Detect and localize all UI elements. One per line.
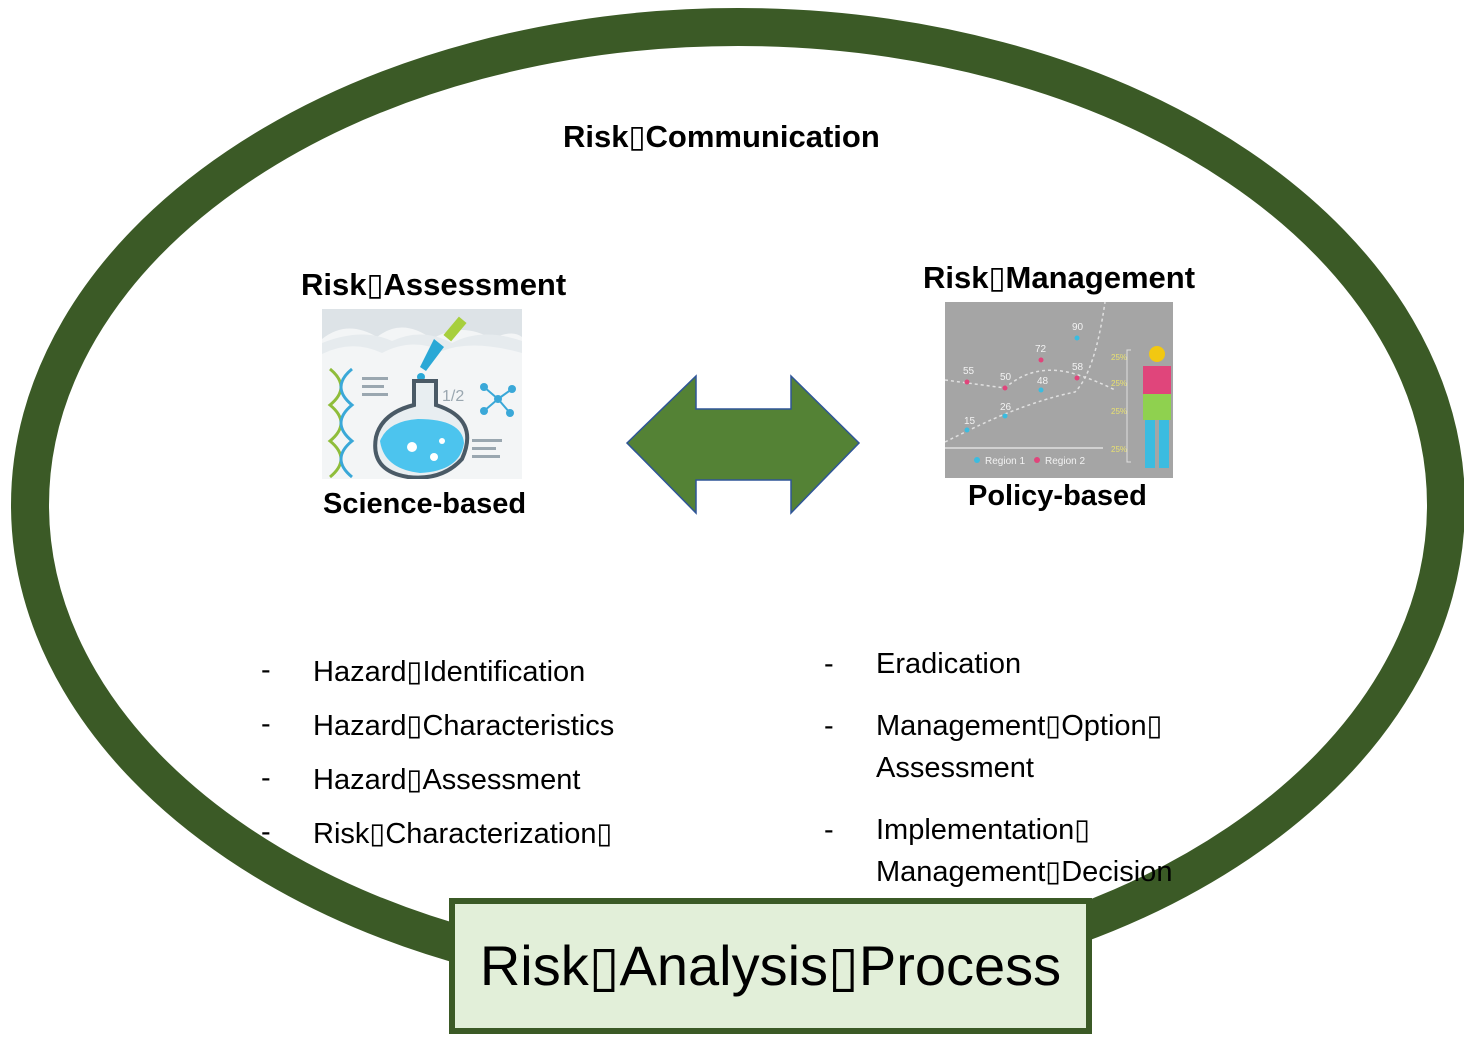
list-item: - Implementation▯ Management▯Decision — [824, 809, 1206, 893]
list-item: - Hazard▯Identification — [261, 654, 614, 708]
bullet-dash: - — [261, 654, 271, 686]
item-text: Implementation▯ Management▯Decision — [876, 814, 1173, 888]
dna-icon — [327, 367, 355, 479]
list-item: - Hazard▯Assessment — [261, 762, 614, 816]
list-item: - Risk▯Characterization▯ — [261, 816, 614, 870]
person-icon — [1143, 346, 1171, 468]
pct-label: 25% — [1111, 379, 1127, 388]
chart-value: 26 — [1000, 402, 1012, 413]
policy-based-label: Policy-based — [968, 480, 1147, 512]
double-headed-arrow — [625, 374, 861, 515]
item-text: Hazard▯Characteristics — [313, 710, 615, 742]
bullet-dash: - — [261, 762, 271, 794]
risk-analysis-process-label: Risk▯Analysis▯Process — [479, 934, 1062, 997]
list-item: - Hazard▯Characteristics — [261, 708, 614, 762]
flask-icon — [373, 379, 470, 479]
bullet-dash: - — [261, 816, 271, 848]
pct-label: 25% — [1111, 407, 1127, 416]
risk-assessment-steps: - Hazard▯Identification - Hazard▯Character… — [261, 654, 614, 870]
item-text: Risk▯Characterization▯ — [313, 818, 613, 850]
bullet-dash: - — [824, 814, 834, 846]
chart-value: 50 — [1000, 372, 1012, 383]
risk-analysis-process-box: Risk▯Analysis▯Process — [449, 898, 1092, 1034]
science-based-label: Science-based — [323, 488, 527, 520]
bullet-dash: - — [261, 708, 271, 740]
legend-region-2: Region 2 — [1045, 456, 1085, 467]
risk-communication-ellipse — [11, 8, 1464, 1002]
bullet-dash: - — [824, 710, 834, 742]
item-text: Eradication — [876, 648, 1022, 680]
risk-assessment-title: Risk▯Assessment — [301, 267, 567, 302]
pct-label: 25% — [1111, 353, 1127, 362]
list-item: - Eradication — [824, 643, 1206, 685]
chart-value: 58 — [1072, 362, 1084, 373]
policy-chart-illustration: 55 50 72 48 90 58 15 26 Region 1 Region … — [945, 302, 1173, 478]
legend-region-1: Region 1 — [985, 456, 1025, 467]
chart-value: 48 — [1037, 376, 1049, 387]
bullet-dash: - — [824, 648, 834, 680]
item-text: Management▯Option▯ Assessment — [876, 710, 1163, 784]
item-text: Hazard▯Identification — [313, 656, 586, 688]
svg-text:1/2: 1/2 — [442, 388, 464, 405]
pct-label: 25% — [1111, 445, 1127, 454]
science-lab-illustration: 1/2 — [322, 309, 522, 479]
molecule-icon — [480, 383, 516, 417]
chart-value: 55 — [963, 366, 975, 377]
chart-value: 90 — [1072, 322, 1084, 333]
risk-communication-label: Risk▯Communication — [563, 119, 880, 154]
chart-value: 15 — [964, 416, 976, 427]
risk-management-steps: - Eradication - Management▯Option▯ Assessm… — [824, 643, 1206, 913]
item-text: Hazard▯Assessment — [313, 764, 581, 796]
risk-management-title: Risk▯Management — [923, 260, 1196, 295]
chart-value: 72 — [1035, 344, 1047, 355]
list-item: - Management▯Option▯ Assessment — [824, 705, 1206, 789]
